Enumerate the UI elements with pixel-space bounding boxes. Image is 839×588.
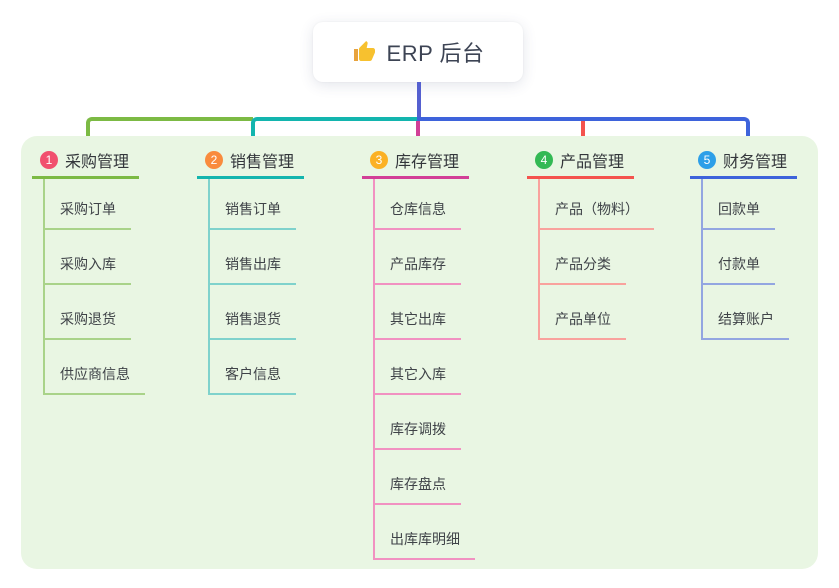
child-node-finance-3[interactable]: 结算账户 [703,285,789,340]
branch-purchase-children: 采购订单采购入库采购退货供应商信息 [43,179,145,395]
branch-finance-badge: 5 [698,150,716,169]
branch-sales-label: 销售管理 [230,153,295,171]
child-node-inventory-3[interactable]: 其它出库 [375,285,461,340]
branch-product-children: 产品（物料）产品分类产品单位 [538,179,654,340]
branch-inventory: 3 库存管理仓库信息产品库存其它出库其它入库库存调拨库存盘点出库库明细 [362,143,475,560]
branch-purchase-title[interactable]: 1 采购管理 [32,143,140,179]
connector-branch-purchase [86,117,253,143]
child-node-inventory-2[interactable]: 产品库存 [375,230,461,285]
connector-branch-sales [251,117,419,143]
branch-sales-title[interactable]: 2 销售管理 [197,143,305,179]
child-node-sales-3[interactable]: 销售退货 [210,285,296,340]
connector-branch-inventory [416,121,420,143]
branch-inventory-title[interactable]: 3 库存管理 [362,143,470,179]
child-node-product-3[interactable]: 产品单位 [540,285,626,340]
branch-purchase-badge: 1 [40,150,58,169]
child-node-inventory-7[interactable]: 出库库明细 [375,505,475,560]
branch-product-badge: 4 [535,150,553,169]
child-node-purchase-4[interactable]: 供应商信息 [45,340,145,395]
child-node-purchase-2[interactable]: 采购入库 [45,230,131,285]
child-node-inventory-1[interactable]: 仓库信息 [375,179,461,230]
branches-panel [21,136,818,569]
child-node-inventory-5[interactable]: 库存调拨 [375,395,461,450]
branch-sales-children: 销售订单销售出库销售退货客户信息 [208,179,296,395]
child-node-product-2[interactable]: 产品分类 [540,230,626,285]
branch-product-title[interactable]: 4 产品管理 [527,143,635,179]
child-node-sales-1[interactable]: 销售订单 [210,179,296,230]
child-node-inventory-6[interactable]: 库存盘点 [375,450,461,505]
child-node-sales-4[interactable]: 客户信息 [210,340,296,395]
branch-finance-label: 财务管理 [723,153,788,171]
connector-branch-product [581,121,585,143]
root-title: ERP 后台 [386,41,485,66]
branch-finance: 5 财务管理回款单付款单结算账户 [690,143,798,340]
thumbs-up-icon [352,40,376,64]
branch-sales: 2 销售管理销售订单销售出库销售退货客户信息 [197,143,305,395]
child-node-sales-2[interactable]: 销售出库 [210,230,296,285]
connector-root-line [417,82,421,121]
connector-branch-finance [417,117,750,143]
branch-sales-badge: 2 [205,150,223,169]
branch-product-label: 产品管理 [560,153,625,171]
child-node-purchase-1[interactable]: 采购订单 [45,179,131,230]
branch-finance-children: 回款单付款单结算账户 [701,179,789,340]
branch-finance-title[interactable]: 5 财务管理 [690,143,798,179]
branch-inventory-children: 仓库信息产品库存其它出库其它入库库存调拨库存盘点出库库明细 [373,179,475,560]
child-node-product-1[interactable]: 产品（物料） [540,179,654,230]
branch-purchase: 1 采购管理采购订单采购入库采购退货供应商信息 [32,143,145,395]
child-node-inventory-4[interactable]: 其它入库 [375,340,461,395]
child-node-finance-2[interactable]: 付款单 [703,230,775,285]
branch-product: 4 产品管理产品（物料）产品分类产品单位 [527,143,654,340]
child-node-finance-1[interactable]: 回款单 [703,179,775,230]
branch-purchase-label: 采购管理 [65,153,130,171]
root-node[interactable]: ERP 后台 [313,22,523,82]
branch-inventory-label: 库存管理 [395,153,460,171]
child-node-purchase-3[interactable]: 采购退货 [45,285,131,340]
branch-inventory-badge: 3 [370,150,388,169]
